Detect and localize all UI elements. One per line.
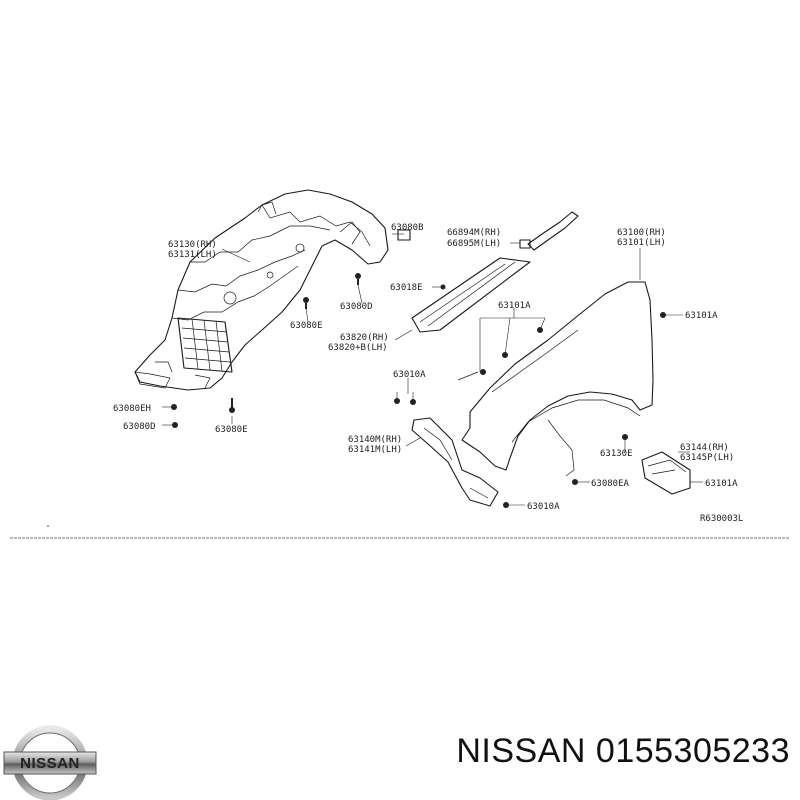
label-63140m: 63140M(RH) [348, 435, 402, 445]
sealing-strip-part [411, 257, 531, 333]
label-63080ea: 63080EA [591, 479, 630, 489]
part-labels: 63130(RH) 63131(LH) 63080B 66894M(RH) 66… [113, 223, 743, 524]
parts-diagram: 63130(RH) 63131(LH) 63080B 66894M(RH) 66… [10, 189, 790, 539]
label-66894m: 66894M(RH) [447, 228, 501, 238]
label-63018e: 63018E [390, 283, 423, 293]
label-63130: 63130(RH) [168, 240, 217, 250]
label-63080d-top: 63080D [340, 302, 373, 312]
label-63141m: 63141M(LH) [348, 445, 402, 455]
label-63080e-bot: 63080E [215, 425, 248, 435]
leader-lines [162, 233, 703, 506]
label-63100: 63100(RH) [617, 228, 666, 238]
fender-liner-part [134, 189, 389, 391]
label-63080eh: 63080EH [113, 404, 151, 414]
label-63820b: 63820+B(LH) [328, 343, 388, 353]
label-63080b: 63080B [391, 223, 424, 233]
label-63101a-mid: 63101A [498, 301, 531, 311]
label-63010a-bot: 63010A [527, 502, 560, 512]
label-63131: 63131(LH) [168, 250, 217, 260]
part-number-caption: NISSAN 0155305233 [456, 732, 790, 770]
label-63010a-top: 63010A [393, 370, 426, 380]
label-63130e: 63130E [600, 449, 633, 459]
label-63080d-bot: 63080D [123, 422, 156, 432]
label-63145p: 63145P(LH) [680, 453, 734, 463]
fender-bracket-part [394, 398, 509, 508]
side-bracket-part [641, 451, 691, 495]
label-63101a-right: 63101A [685, 311, 718, 321]
label-63101: 63101(LH) [617, 238, 666, 248]
nissan-logo-icon: NISSAN [3, 725, 97, 800]
label-63144: 63144(RH) [680, 443, 729, 453]
clip-part [519, 211, 579, 251]
label-63101a-bot: 63101A [705, 479, 738, 489]
logo-wordmark: NISSAN [20, 755, 80, 772]
label-66895m: 66895M(LH) [447, 239, 501, 249]
label-63080e-top: 63080E [290, 321, 323, 331]
label-63820: 63820(RH) [340, 333, 389, 343]
diagram-reference-code: R630003L [700, 514, 743, 524]
front-fender-part [457, 281, 666, 485]
